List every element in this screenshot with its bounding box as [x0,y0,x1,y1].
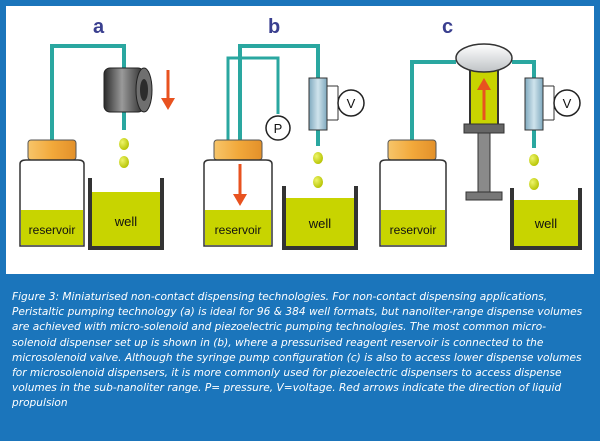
panel-b-pressure-line [226,56,280,142]
panel-c-tubing-left [410,60,456,142]
solenoid-valve-icon [308,77,339,131]
panel-b-well-label: well [308,216,332,231]
diagram-panel: a [6,6,594,274]
panel-b-letter: b [268,16,280,38]
pressure-gauge-icon: P [265,115,291,141]
panel-c-tubing-right [512,60,536,78]
piezo-disc-icon [455,43,513,73]
panel-a-reservoir-label: reservoir [29,223,76,237]
dispensing-diagram: a [19,16,582,250]
panel-c-well: well [510,188,582,250]
solenoid-valve-icon [524,77,555,131]
voltmeter-icon: V [337,89,365,117]
panel-a-reservoir: reservoir [19,139,85,247]
panel-b-direction-arrow-icon [233,164,247,206]
panel-a-well: well [88,178,164,250]
panel-c-reservoir-label: reservoir [390,223,437,237]
droplet-icon [529,154,539,166]
panel-c: c [379,16,582,250]
panel-a: a [19,16,175,250]
figure-caption: Figure 3: Miniaturised non-contact dispe… [12,291,583,410]
droplet-icon [119,156,129,168]
panel-c-reservoir: reservoir [379,139,447,247]
panel-b-reservoir: reservoir [203,139,273,247]
panel-c-letter: c [442,16,453,38]
panel-b-well: well [282,186,358,250]
panel-a-letter: a [93,16,105,38]
panel-a-well-label: well [114,214,138,229]
panel-b-reservoir-label: reservoir [215,223,262,237]
panel-a-direction-arrow-icon [161,70,175,110]
panel-b-tubing [238,44,320,226]
panel-b-voltage-label: V [347,96,356,111]
panel-c-well-label: well [534,216,558,231]
panel-c-direction-arrow-icon [477,78,491,120]
pressure-label: P [274,121,283,136]
droplet-icon [313,176,323,188]
droplet-icon [313,152,323,164]
peristaltic-roller-icon [103,67,153,113]
droplet-icon [119,138,129,150]
panel-a-tubing [50,44,126,142]
droplet-icon [529,178,539,190]
panel-b: b P [203,16,365,250]
voltmeter-icon: V [553,89,581,117]
panel-c-voltage-label: V [563,96,572,111]
